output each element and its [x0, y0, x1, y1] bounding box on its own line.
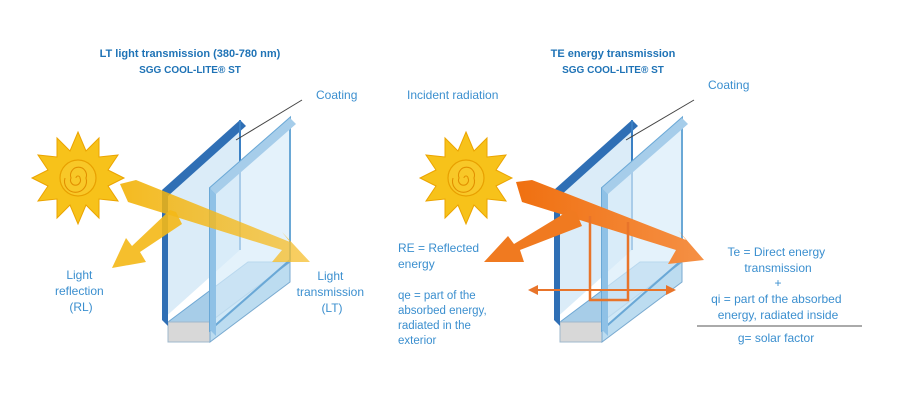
left-subtitle: SGG COOL-LITE® ST — [139, 65, 241, 76]
incident-energy-arrow — [516, 180, 704, 264]
right-sun-icon — [419, 131, 513, 225]
qe-label: qe = part of the absorbed energy, radiat… — [398, 290, 490, 347]
left-coating-pointer — [235, 99, 303, 141]
incident-light-arrow — [120, 180, 310, 262]
left-title: LT light transmission (380-780 nm) — [100, 48, 281, 60]
left-panel: LT light transmission (380-780 nm) SGG C… — [31, 48, 368, 343]
right-panel: TE energy transmission SGG COOL-LITE® ST… — [398, 48, 862, 347]
right-coating-label: Coating — [708, 78, 749, 92]
right-coating-pointer — [625, 99, 695, 141]
incident-radiation-label: Incident radiation — [407, 88, 498, 102]
right-title: TE energy transmission — [551, 48, 676, 60]
absorbed-energy-path — [588, 216, 630, 302]
light-transmission-label: Light transmission (LT) — [297, 269, 368, 315]
plus-sign: + — [774, 276, 781, 290]
solar-factor-label: g= solar factor — [738, 331, 814, 345]
reflected-energy-arrow — [484, 210, 582, 262]
right-subtitle: SGG COOL-LITE® ST — [562, 65, 664, 76]
left-sun-icon — [31, 131, 125, 225]
left-coating-label: Coating — [316, 88, 357, 102]
reflected-light-arrow — [112, 210, 182, 268]
te-label: Te = Direct energy transmission — [727, 245, 828, 275]
light-reflection-label: Light reflection (RL) — [55, 268, 107, 314]
qi-label: qi = part of the absorbed energy, radiat… — [711, 292, 845, 322]
qi-arrowhead — [666, 285, 676, 295]
reflected-energy-label: RE = Reflected energy — [398, 241, 482, 271]
qe-arrowhead — [528, 285, 538, 295]
